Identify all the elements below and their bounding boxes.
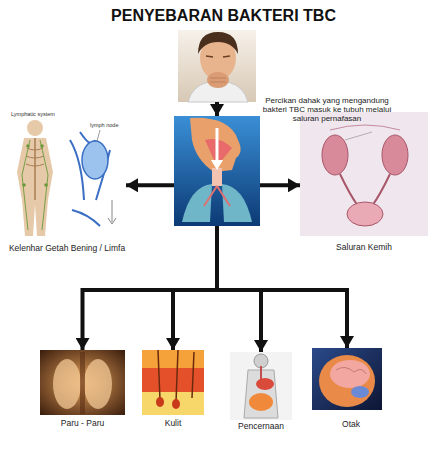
lungs-node: Paru - Paru [40,350,125,415]
person-node: Percikan dahak yang mengandung bakteri T… [178,30,256,102]
lungs-picture [40,350,125,415]
flow-arrow [173,226,217,350]
node-label: Percikan dahak yang mengandung bakteri T… [262,96,392,124]
flow-arrow [217,226,347,348]
lymph-picture [8,110,126,238]
node-label: Kelenhar Getah Bening / Limfa [4,244,130,254]
flow-arrow [260,183,300,187]
brain-node: Otak [312,348,382,410]
node-label: Paru - Paru [34,419,131,429]
picture-label: Lymphatic system [11,111,81,117]
urinary-picture [300,112,428,236]
brain-picture [312,348,382,410]
node-label: Otak [316,420,386,430]
respiratory-node [174,116,260,226]
person-picture [178,30,256,102]
digestion-picture [230,352,292,420]
node-label: Saluran Kemih [300,243,428,253]
diagram-title: PENYEBARAN BAKTERI TBC [0,7,447,25]
lymph-node-box: Kelenhar Getah Bening / Limfa [8,110,126,238]
urinary-node: Saluran Kemih [300,112,428,236]
skin-picture [142,350,204,415]
node-label: Kulit [138,419,208,429]
skin-node: Kulit [142,350,204,415]
node-label: Pencernaan [222,422,300,432]
digestion-node: Pencernaan [230,352,292,420]
respiratory-picture [174,116,260,226]
flow-arrow [215,102,219,116]
picture-label: lymph node [90,122,126,128]
flow-arrow [126,183,174,187]
